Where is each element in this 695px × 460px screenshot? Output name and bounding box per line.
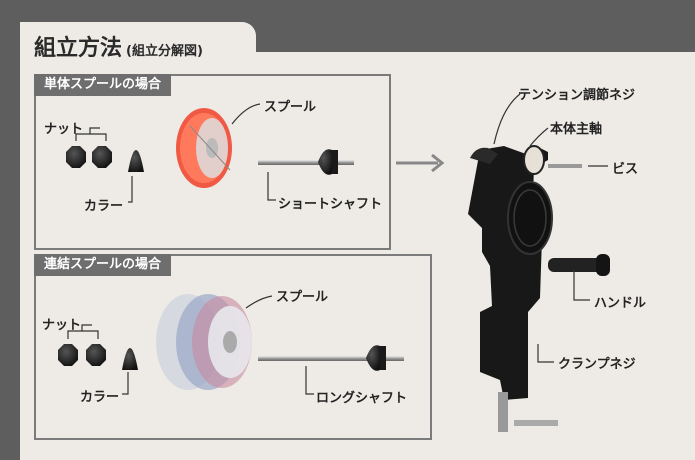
tension-screw-label: テンション調節ネジ: [518, 88, 636, 103]
single-nut-icons: [66, 146, 112, 168]
short-shaft-icon: [258, 149, 354, 175]
handle-label: ハンドル: [594, 296, 647, 311]
spooler-body-illustration: [468, 145, 610, 432]
title-tab: [20, 22, 256, 56]
linked-spool-label: スプール: [276, 290, 329, 305]
single-spool-label: スプール: [264, 100, 317, 115]
linked-spool-box: 連結スプールの場合: [34, 254, 432, 440]
single-spool-box: 単体スプールの場合: [34, 74, 391, 250]
linked-collar-label: カラー: [80, 390, 120, 405]
page-title: 組立方法(組立分解図): [34, 36, 203, 61]
single-nut-label: ナット: [44, 122, 84, 137]
single-collar-label: カラー: [84, 199, 124, 214]
screw-label: ビス: [612, 162, 639, 177]
single-spool-heading: 単体スプールの場合: [34, 74, 172, 96]
single-spool-icon: [176, 108, 232, 188]
single-collar-icon: [128, 150, 144, 172]
linked-nut-label: ナット: [42, 318, 82, 333]
main-shaft-label: 本体主軸: [550, 122, 603, 137]
linked-collar-icon: [122, 348, 138, 370]
long-shaft-icon: [258, 345, 404, 371]
short-shaft-label: ショートシャフト: [278, 197, 383, 212]
page-subtitle: (組立分解図): [126, 44, 203, 59]
linked-spool-icon: [156, 294, 252, 390]
linked-spool-heading: 連結スプールの場合: [34, 254, 172, 276]
long-shaft-label: ロングシャフト: [316, 391, 408, 406]
assembly-arrow: [396, 153, 445, 173]
linked-nut-icons: [58, 344, 106, 366]
clamp-screw-label: クランプネジ: [558, 357, 636, 372]
